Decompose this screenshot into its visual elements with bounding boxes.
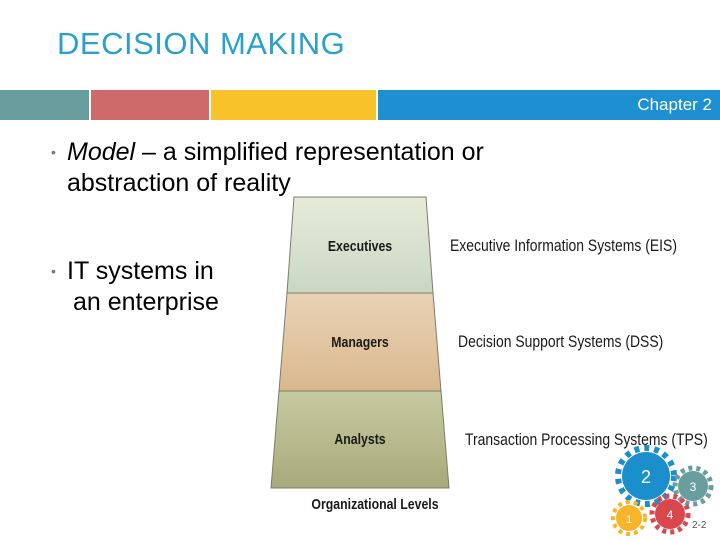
gear-number: 1 (626, 514, 632, 526)
page-number: 2-2 (692, 520, 707, 531)
bullet-dot: • (51, 263, 56, 279)
gear-icon (649, 493, 691, 535)
bullet-model: • Model – a simplified representation or… (51, 137, 627, 199)
gear-icon (611, 500, 647, 536)
gear-number: 3 (690, 480, 697, 494)
band-yellow (211, 90, 376, 120)
band-teal (0, 90, 89, 120)
band-red (91, 90, 209, 120)
bullet-dot: • (51, 144, 56, 160)
organizational-levels-label: Organizational Levels (311, 496, 439, 513)
system-tps: Transaction Processing Systems (TPS) (465, 430, 708, 449)
level-managers: Managers (331, 334, 389, 351)
it-line2: an enterprise (73, 288, 219, 316)
level-analysts: Analysts (334, 431, 386, 448)
chapter-label: Chapter 2 (378, 90, 720, 120)
model-definition: – a simplified representation or (135, 138, 484, 166)
gear-icon (615, 445, 677, 507)
tier-analysts (270, 390, 450, 489)
it-line1: IT systems in (67, 257, 214, 285)
system-eis: Executive Information Systems (EIS) (450, 236, 677, 255)
gear-number: 2 (641, 467, 651, 487)
gear-icon (672, 465, 714, 507)
slide-title: DECISION MAKING (57, 26, 346, 61)
model-definition-line2: abstraction of reality (67, 169, 291, 197)
model-term: Model (67, 138, 136, 166)
system-dss: Decision Support Systems (DSS) (458, 332, 664, 351)
bullet-it-systems: • IT systems in an enterprise (51, 256, 267, 318)
level-executives: Executives (327, 238, 393, 255)
gear-number: 4 (667, 508, 674, 522)
